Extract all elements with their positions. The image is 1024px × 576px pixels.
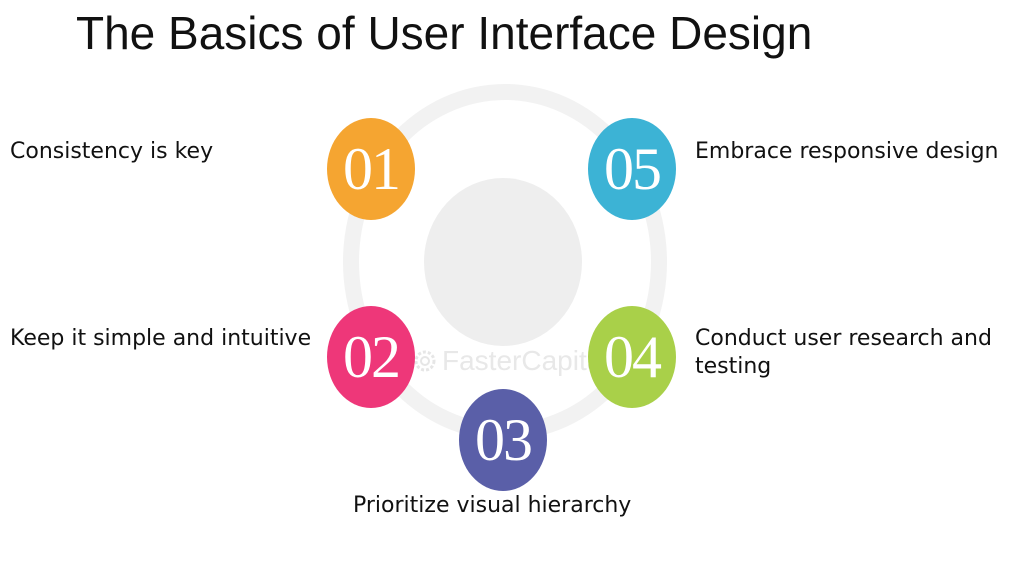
step-badge-02: 02 (327, 306, 415, 408)
center-hub (424, 178, 582, 346)
step-label-04: Conduct user research and testing (695, 326, 992, 379)
step-badge-05: 05 (588, 118, 676, 220)
step-label-03: Prioritize visual hierarchy (353, 493, 632, 518)
step-label-01: Consistency is key (10, 139, 214, 164)
step-label-02: Keep it simple and intuitive (10, 326, 312, 351)
watermark: FasterCapital (412, 345, 609, 377)
watermark-text: FasterCapital (442, 345, 609, 376)
page-title: The Basics of User Interface Design (76, 7, 813, 59)
gear-icon (414, 350, 436, 372)
step-badge-01: 01 (327, 118, 415, 220)
step-badge-03: 03 (459, 389, 547, 491)
step-label-05: Embrace responsive design (695, 139, 999, 164)
step-badge-04: 04 (588, 306, 676, 408)
